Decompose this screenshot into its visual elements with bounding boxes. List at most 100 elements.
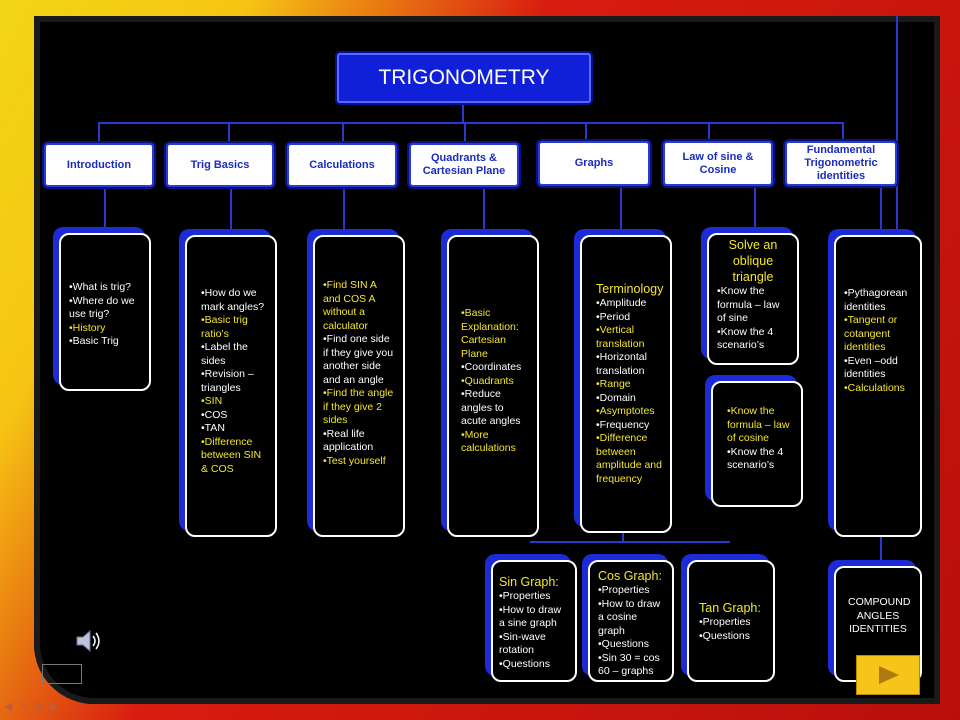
speaker-icon[interactable]	[74, 628, 104, 654]
list-item: •Sin-wave rotation	[499, 630, 546, 657]
header-trig-basics[interactable]: Trig Basics	[166, 143, 274, 187]
next-button[interactable]	[856, 655, 920, 695]
intro-box: •What is trig? •Where do we use trig? •H…	[59, 233, 151, 391]
list-item: •Even –odd identities	[844, 354, 898, 381]
connector	[754, 187, 756, 229]
connector	[464, 122, 466, 144]
list-item: •Know the 4 scenario’s	[717, 325, 774, 352]
list-item: •More calculations	[461, 428, 516, 455]
list-item: •Properties	[699, 616, 751, 628]
sin-heading: Sin Graph:	[499, 575, 559, 589]
header-quadrants[interactable]: Quadrants & Cartesian Plane	[409, 143, 519, 187]
connector	[104, 187, 106, 227]
forward-arrow-icon[interactable]: ▶	[50, 701, 59, 713]
graphs-box: Terminology •Amplitude •Period •Vertical…	[580, 235, 672, 533]
list-item: •Properties	[598, 584, 650, 596]
law-cosine-box: •Know the formula – law of cosine •Know …	[711, 381, 803, 507]
page-title: TRIGONOMETRY	[337, 53, 591, 103]
list-item: •Quadrants	[461, 374, 514, 387]
list-item: •How to draw a sine graph	[499, 603, 562, 630]
connector	[622, 533, 624, 541]
tan-heading: Tan Graph:	[699, 601, 761, 615]
list-item: •Difference between amplitude and freque…	[596, 432, 662, 485]
connector	[98, 122, 100, 144]
list-item: •Pythagorean identities	[844, 287, 908, 313]
list-item: •Real life application	[323, 427, 374, 454]
law-sine-box: Solve an oblique triangle •Know the form…	[707, 233, 799, 365]
connector	[483, 187, 485, 229]
list-item: •Questions	[598, 638, 649, 650]
list-item: •How do we mark angles?	[201, 287, 265, 313]
list-item: •Coordinates	[461, 361, 522, 373]
list-item: •Where do we use trig?	[69, 294, 135, 321]
back-arrow-icon[interactable]: ◀	[4, 701, 13, 713]
list-item: •Find one side if they give you another …	[323, 333, 394, 386]
list-item: •Asymptotes	[596, 405, 655, 417]
compound-label: COMPOUND ANGLES IDENTITIES	[848, 596, 911, 635]
list-item: •TAN	[201, 422, 225, 434]
list-item: •Period	[596, 310, 631, 323]
list-item: •Find SIN A and COS A without a calculat…	[323, 279, 377, 332]
list-item: •Reduce angles to acute angles	[461, 388, 521, 427]
list-item: •Questions	[699, 629, 750, 642]
calculations-box: •Find SIN A and COS A without a calculat…	[313, 235, 405, 537]
connector	[228, 122, 230, 144]
list-item: •Difference between SIN & COS	[201, 435, 262, 475]
list-item: •History	[69, 321, 106, 334]
list-item: •Frequency	[596, 418, 650, 431]
trig-basics-box: •How do we mark angles? •Basic trig rati…	[185, 235, 277, 537]
cos-heading: Cos Graph:	[598, 569, 662, 583]
header-identities[interactable]: Fundamental Trigonometric identities	[785, 141, 897, 186]
list-item: •Test yourself	[323, 454, 386, 467]
connector	[230, 187, 232, 229]
connector	[343, 187, 345, 229]
header-calculations[interactable]: Calculations	[287, 143, 397, 187]
pen-icon[interactable]: ✎	[18, 701, 28, 713]
sin-graph-box: Sin Graph: •Properties •How to draw a si…	[491, 560, 577, 682]
list-item: •Properties	[499, 590, 551, 602]
list-item: •Know the 4 scenario’s	[727, 445, 784, 472]
list-item: •Revision – triangles	[201, 368, 254, 394]
connector	[842, 122, 844, 144]
list-item: •How to draw a cosine graph	[598, 597, 661, 637]
identities-box: •Pythagorean identities •Tangent or cota…	[834, 235, 922, 537]
connector	[98, 122, 843, 124]
list-item: •Questions	[499, 657, 550, 670]
list-item: •Horizontal translation	[596, 351, 647, 377]
list-item: •Label the sides	[201, 341, 248, 367]
list-item: •COS	[201, 408, 228, 421]
list-item: •Vertical translation	[596, 324, 645, 350]
menu-icon[interactable]: ▤	[33, 701, 45, 713]
graphs-heading: Terminology	[596, 282, 664, 296]
connector	[530, 541, 730, 543]
list-item: •What is trig?	[69, 281, 132, 293]
list-item: •Know the formula – law of sine	[717, 285, 780, 324]
list-item: •Tangent or cotangent identities	[844, 314, 898, 353]
connector	[342, 122, 344, 144]
list-item: •Domain	[596, 391, 636, 404]
tan-graph-box: Tan Graph: •Properties •Questions	[687, 560, 775, 682]
list-item: •Find the angle if they give 2 sides	[323, 387, 394, 426]
connector	[585, 122, 587, 144]
connector	[462, 103, 464, 123]
connector	[620, 187, 622, 229]
quadrants-box: •Basic Explanation: Cartesian Plane •Coo…	[447, 235, 539, 537]
cos-graph-box: Cos Graph: •Properties •How to draw a co…	[588, 560, 674, 682]
law-sine-heading: Solve an oblique triangle	[728, 238, 778, 284]
list-item: •Range	[596, 378, 631, 390]
list-item: •Basic Trig	[69, 335, 119, 347]
list-item: •Sin 30 = cos 60 – graphs	[598, 651, 660, 678]
connector	[708, 122, 710, 144]
corner-frame	[42, 664, 82, 684]
header-graphs[interactable]: Graphs	[538, 141, 650, 186]
header-law-of-sine[interactable]: Law of sine & Cosine	[663, 141, 773, 186]
list-item: •Know the formula – law of cosine	[727, 405, 790, 444]
list-item: •Amplitude	[596, 297, 647, 309]
list-item: •Basic Explanation: Cartesian Plane	[461, 307, 519, 360]
header-introduction[interactable]: Introduction	[44, 143, 154, 187]
connector	[880, 187, 882, 229]
list-item: •SIN	[201, 395, 223, 407]
connector	[880, 536, 882, 564]
play-arrow-icon	[879, 666, 899, 684]
slideshow-toolbar: ◀ ✎ ▤ ▶	[4, 700, 59, 714]
